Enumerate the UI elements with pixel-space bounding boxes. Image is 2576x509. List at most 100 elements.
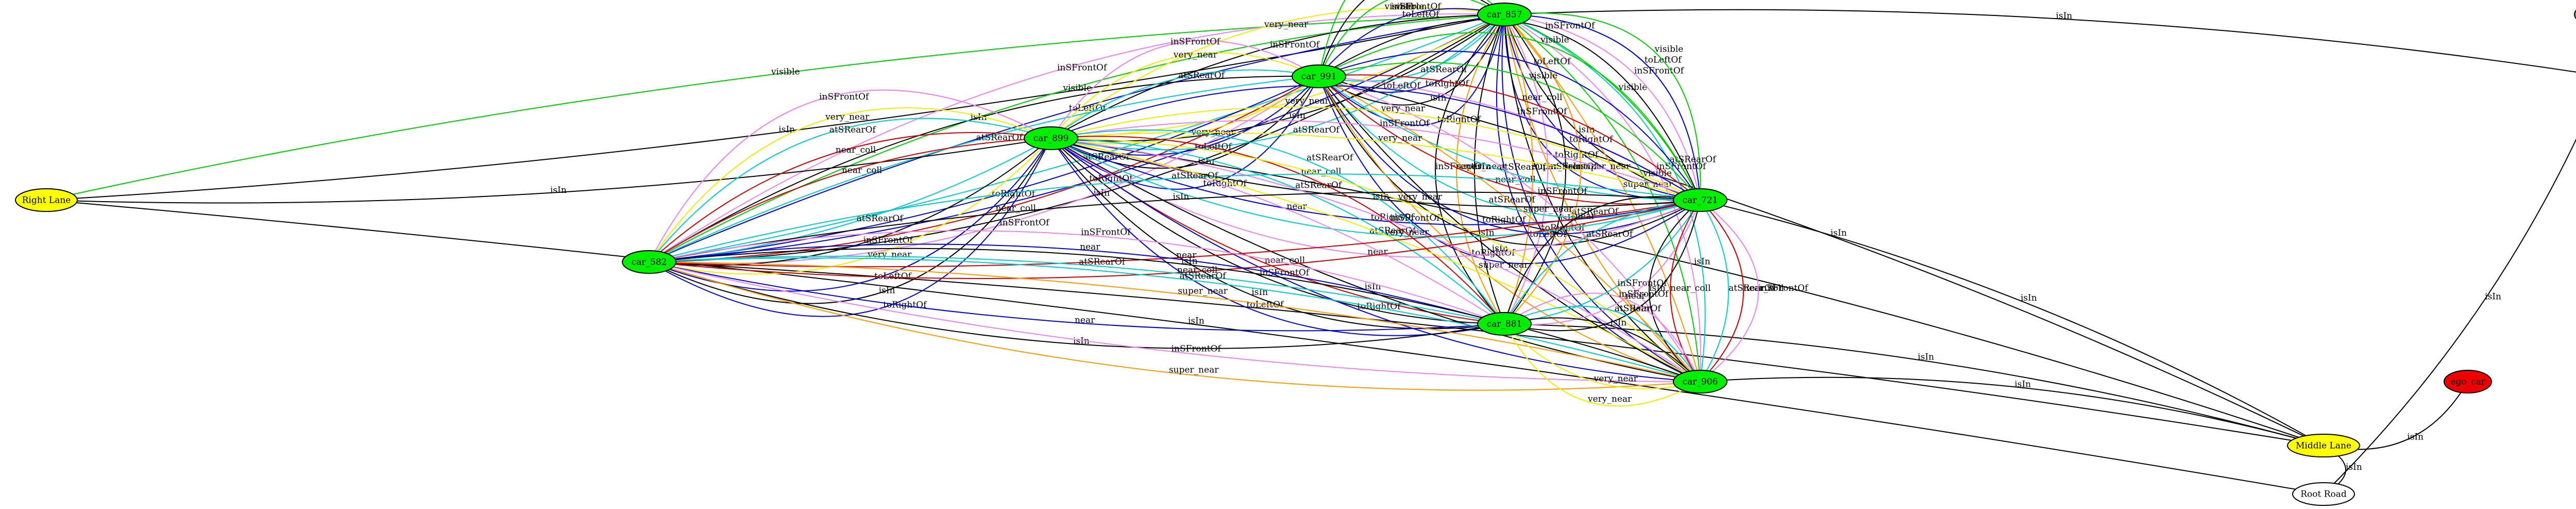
edge-car_899-to-car_582: inSFrontOf: [649, 89, 1052, 263]
node-root-road: Root Road: [2292, 482, 2355, 506]
edge-line: [1318, 14, 1505, 126]
edge-line: [648, 76, 1319, 262]
node-shape: [1292, 64, 1346, 88]
edge-label: near_coll: [1495, 175, 1535, 185]
edge-label: inSFrontOf: [1260, 268, 1310, 278]
edge-line: [1050, 138, 1505, 328]
edge-label: atSRearOf: [1489, 195, 1536, 205]
node-label: car_906: [1683, 377, 1718, 387]
edge-line: [46, 200, 2325, 497]
edge-label: toRightOf: [1426, 79, 1470, 89]
edge-car_991-to-car_721: inSFrontOf: [1318, 19, 1701, 201]
edge-label: inSFrontOf: [1390, 213, 1440, 223]
edge-line: [1504, 14, 1702, 383]
node-shape: [2574, 9, 2576, 20]
node-right-lane: Right Lane: [15, 188, 78, 212]
edge-label: isIn: [879, 286, 895, 296]
edge-label: very_near: [867, 250, 912, 260]
edge-label: atSRearOf: [1079, 257, 1126, 267]
edge-label: near_coll: [1670, 283, 1710, 293]
edge-car_857-to-car_991: toLeftOf: [1318, 8, 1505, 77]
edge-label: super_near: [1479, 260, 1529, 270]
edge-label: visible: [1062, 83, 1092, 93]
edge-line: [1318, 0, 1505, 77]
edge-label: inSFrontOf: [1634, 66, 1685, 76]
edge-label: toLeftOf: [1402, 9, 1440, 20]
edge-car_899-to-car_906: toRightOf: [1050, 138, 1701, 385]
edge-line: [1504, 14, 1706, 383]
edge-label: super_near: [1523, 204, 1573, 214]
edge-car_582-to-car_881: isIn: [649, 261, 1505, 349]
edge-car_991-to-car_721: visible: [1318, 32, 1701, 201]
edge-label: near_coll: [1743, 283, 1784, 293]
edge-line: [1649, 200, 1701, 383]
edge-line: [1699, 200, 1729, 383]
edge-car_857-to-car_582: inSFrontOf: [648, 13, 1505, 263]
edge-layer: isInisInisInisInisInisInisInisInisInisIn…: [45, 0, 2576, 497]
node-layer: car_857car_746car_991car_899car_721car_5…: [15, 3, 2576, 506]
edge-label: inSFrontOf: [1617, 278, 1668, 289]
edge-car_899-to-car_721: toLeftOf: [1050, 81, 1701, 201]
edge-line: [1504, 14, 1548, 325]
edge-label: near_coll: [1301, 167, 1341, 177]
edge-car_881-to-car_906: very_near: [1504, 323, 1701, 389]
edge-car_857-to-car_881: inSFrontOf: [1504, 14, 1598, 325]
edge-label: inSFrontOf: [819, 92, 870, 102]
node-shape: [2444, 370, 2492, 393]
edge-label: atSRearOf: [1586, 229, 1634, 239]
edge-car_881-to-car_906: inSFrontOf: [1504, 289, 1701, 383]
edge-line: [1504, 12, 1705, 201]
node-label: ego_car: [2450, 377, 2485, 387]
edge-car_721-to-middle_lane: isIn: [1700, 200, 2325, 446]
edge-label: toRightOf: [1569, 135, 1614, 145]
edge-line: [649, 257, 1701, 383]
edge-car_899-to-car_582: near_coll: [648, 138, 1052, 263]
edge-line: [1050, 120, 1701, 201]
edge-car_857-to-car_582: visible: [648, 14, 1505, 262]
edge-label: super_near: [1178, 286, 1228, 296]
edge-car_857-to-car_721: toLeftOf: [1504, 14, 1704, 201]
edge-line: [1050, 138, 1505, 336]
edge-label: toLeftOf: [1383, 81, 1421, 91]
edge-label: isIn: [1579, 125, 1595, 135]
edge-label: very_near: [1264, 19, 1309, 29]
edge-label: visible: [1529, 71, 1558, 81]
edge-label: toRightOf: [1371, 212, 1415, 223]
edge-line: [1318, 32, 1701, 201]
edge-label: isIn: [2014, 379, 2031, 389]
edge-car_857-to-car_991: visible: [1316, 0, 1505, 77]
edge-line: [1050, 138, 1701, 225]
edge-line: [1504, 323, 1701, 407]
edge-line: [1503, 14, 1581, 325]
edge-label: isIn: [2407, 432, 2424, 442]
edge-car_857-to-car_899: atSRearOf: [1050, 14, 1505, 151]
edge-line: [1504, 14, 1705, 383]
node-car-582: car_582: [622, 250, 676, 274]
edge-label: inSFrontOf: [1081, 227, 1131, 237]
edge-label: visible: [1540, 35, 1569, 45]
edge-label: atSRearOf: [1307, 153, 1354, 163]
edge-label: isIn: [1188, 316, 1205, 326]
edge-label: inSFrontOf: [1517, 106, 1568, 117]
edge-line: [649, 255, 1505, 326]
edge-car_857-to-car_991: toRightOf: [1318, 14, 1505, 126]
edge-line: [1318, 14, 1505, 106]
edge-label: very_near: [1381, 104, 1426, 114]
edge-label: inSFrontOf: [1171, 37, 1221, 47]
edge-label: visible: [1395, 2, 1425, 12]
edge-label: inSFrontOf: [1548, 161, 1598, 172]
edge-label: inSFrontOf: [1057, 62, 1108, 73]
node-label: Right Lane: [22, 195, 71, 206]
edge-label: near: [1625, 291, 1646, 301]
node-car-881: car_881: [1477, 312, 1532, 336]
edge-car_721-to-car_906: near_coll: [1670, 200, 1710, 383]
edge-car_857-to-right_lane: visible: [45, 14, 1505, 202]
edge-line: [648, 76, 1319, 266]
edge-label: inSFrontOf: [1758, 283, 1809, 293]
edge-car_857-to-car_721: visible: [1504, 12, 1705, 201]
node-shape: [1673, 188, 1727, 212]
edge-car_881-to-car_906: very_near: [1504, 323, 1701, 407]
edge-label: isIn: [1475, 161, 1491, 172]
edge-line: [45, 14, 1505, 202]
